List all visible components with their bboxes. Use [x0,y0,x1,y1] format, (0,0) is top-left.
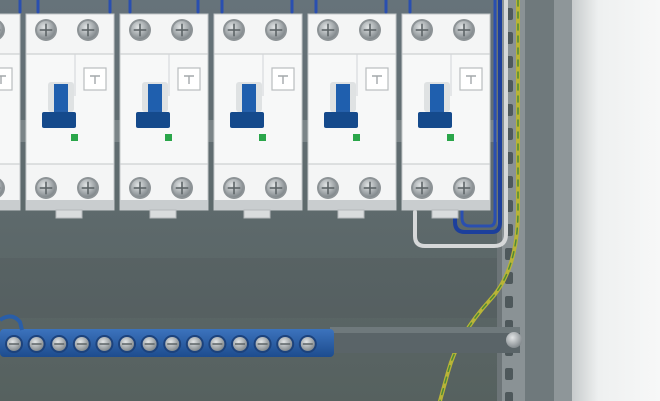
terminal-screw [77,177,99,199]
breaker-toggle[interactable] [42,84,76,128]
neutral-link-wire [0,314,24,331]
breaker-3[interactable] [119,13,209,219]
terminal-screw [411,19,433,41]
top-wires [18,0,412,14]
terminal-screw [0,20,5,40]
status-indicator [353,134,360,141]
test-symbol-icon [466,75,476,84]
breaker-toggle[interactable] [136,84,170,128]
breaker-5[interactable] [307,13,397,219]
terminal-screw [171,177,193,199]
terminal-screw [317,19,339,41]
blue-wire-1 [453,0,502,234]
breaker-toggle[interactable] [324,84,358,128]
neutral-bar-screw [208,335,227,353]
test-symbol-icon [0,75,6,84]
enclosure-inner-wall [525,0,557,401]
breaker-1[interactable] [0,13,21,218]
neutral-bar-screw [276,335,295,353]
terminal-screw [359,177,381,199]
blue-wire-2 [460,0,497,228]
breaker-4[interactable] [213,13,303,219]
breaker-toggle[interactable] [230,84,264,128]
neutral-terminal-bar [0,314,522,357]
status-indicator [259,134,266,141]
test-symbol-icon [184,75,194,84]
terminal-screw [317,177,339,199]
terminal-screw [35,177,57,199]
enclosure-side-panel [572,0,660,401]
test-symbol-icon [90,75,100,84]
breaker-2[interactable] [25,13,115,219]
terminal-screw [453,177,475,199]
neutral-bar-screw [95,335,114,353]
neutral-bar-screw [253,335,272,353]
terminal-screw [265,177,287,199]
test-symbol-icon [372,75,382,84]
neutral-bar-screw [118,335,136,353]
terminal-screw [359,19,381,41]
neutral-bar-screw [72,335,91,353]
rail-hole [505,392,513,401]
test-symbol-icon [278,75,288,84]
enclosure-frame-edge [554,0,574,401]
neutral-bar-screw [50,335,69,353]
terminal-screw [453,19,475,41]
breaker-toggle[interactable] [418,84,452,128]
terminal-screw [129,19,151,41]
neutral-bar-screw [163,335,182,353]
status-indicator [165,134,172,141]
neutral-bar-screw [298,335,317,353]
rail-hole [505,296,513,308]
neutral-bar-screw [27,335,46,353]
mount-screw [506,332,522,348]
earth-wire-stripe [439,0,519,401]
breaker-6[interactable] [401,13,491,219]
rail-hole [505,368,513,380]
terminal-screw [35,19,57,41]
neutral-bar-screw [5,335,23,353]
terminal-screw [223,177,245,199]
terminal-screw [265,19,287,41]
terminal-screw [77,19,99,41]
wiring [18,0,520,401]
terminal-screw [223,19,245,41]
neutral-bar-screw [185,335,204,353]
terminal-screw [0,178,5,198]
back-panel-shadow-band [0,258,500,318]
terminal-screw [129,177,151,199]
breaker-row [0,13,491,219]
neutral-bar-mount-top [330,327,520,333]
status-indicator [71,134,78,141]
neutral-bar-screw [231,335,249,353]
terminal-screw [411,177,433,199]
status-indicator [447,134,454,141]
grey-wire [413,0,508,248]
label-window [0,67,13,91]
neutral-bar-screw [140,335,159,353]
terminal-screw [171,19,193,41]
